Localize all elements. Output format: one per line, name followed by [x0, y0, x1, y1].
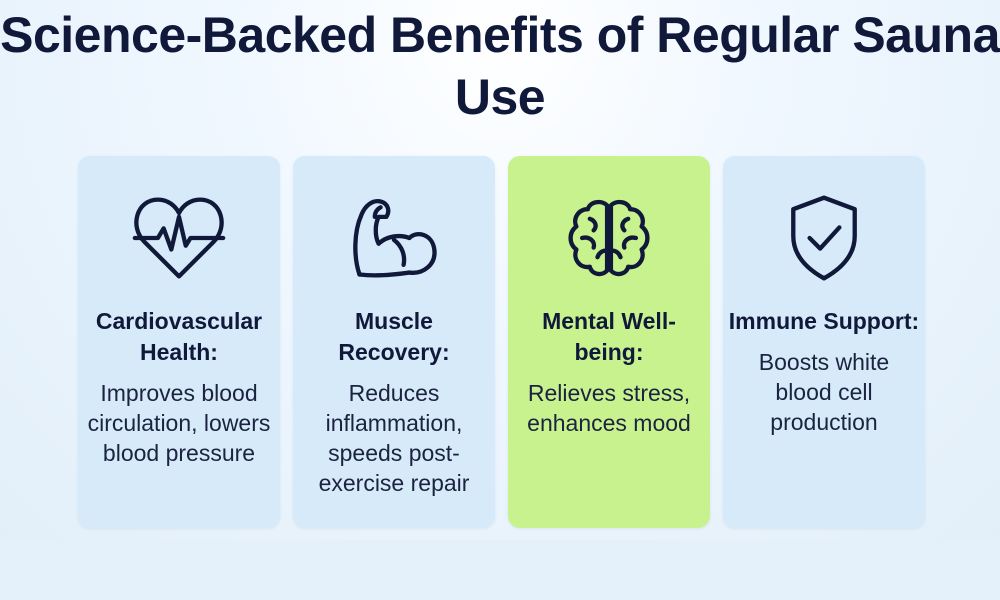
page-title: Science-Backed Benefits of Regular Sauna…: [0, 7, 1000, 125]
card-heading: Mental Well-being:: [542, 308, 676, 365]
flexed-bicep-icon: [346, 190, 442, 286]
benefit-card-cardiovascular: Cardiovascular Health: Improves blood ci…: [78, 156, 280, 528]
card-description: Reduces inflammation, speeds post-exerci…: [318, 380, 470, 496]
brain-icon: [561, 190, 657, 286]
card-heading: Immune Support:: [728, 308, 920, 334]
benefit-card-mental: Mental Well-being: Relieves stress, enha…: [508, 156, 710, 528]
benefit-cards: Cardiovascular Health: Improves blood ci…: [78, 156, 925, 528]
benefit-card-immune: Immune Support: Boosts white blood cell …: [723, 156, 925, 528]
card-heading: Cardiovascular Health:: [95, 308, 263, 365]
card-description: Improves blood circulation, lowers blood…: [87, 380, 271, 466]
background-footer-band: [0, 540, 1000, 600]
card-description: Boosts white blood cell production: [758, 349, 890, 435]
card-heading: Muscle Recovery:: [338, 308, 450, 365]
shield-check-icon: [776, 190, 872, 286]
benefit-card-muscle: Muscle Recovery: Reduces inflammation, s…: [293, 156, 495, 528]
card-description: Relieves stress, enhances mood: [527, 380, 691, 436]
heart-pulse-icon: [131, 190, 227, 286]
